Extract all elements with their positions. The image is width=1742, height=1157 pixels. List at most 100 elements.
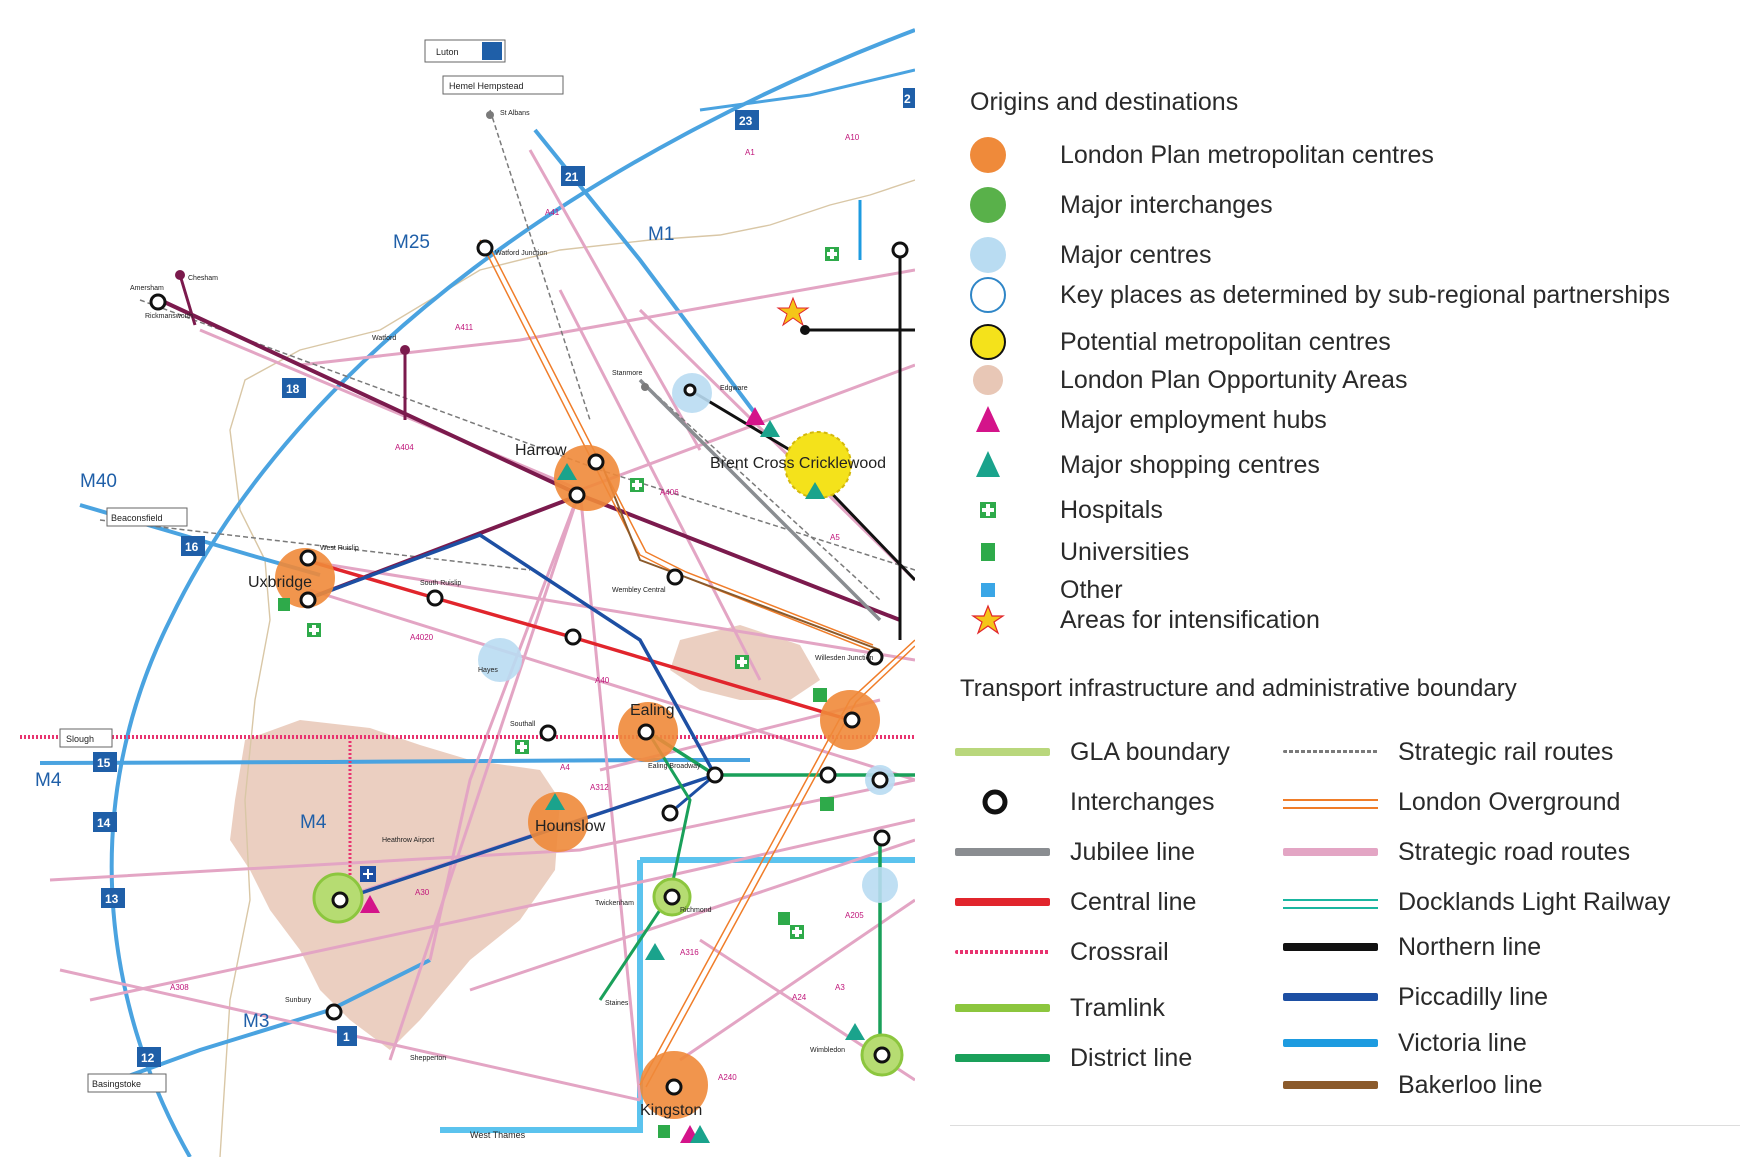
interchange-ring-icon: [955, 782, 1050, 822]
district-line-icon: [955, 1038, 1050, 1078]
junction-markers: 23 21 18 16 15 14 13 12 1 2: [93, 88, 915, 1067]
northern-terminal: [800, 325, 810, 335]
legend-item: Other: [960, 570, 1123, 610]
legend-label: London Plan Opportunity Areas: [1060, 365, 1408, 394]
map-svg[interactable]: 23 21 18 16 15 14 13 12 1 2 Luton Hemel …: [0, 0, 915, 1157]
legend-label: Strategic rail routes: [1398, 737, 1614, 766]
junction-2: 2: [904, 92, 911, 106]
legend-item: Major centres: [960, 235, 1211, 275]
legend-item: Potential metropolitan centres: [960, 322, 1391, 362]
legend-label: Major shopping centres: [1060, 450, 1320, 479]
chesham-branch: [178, 274, 197, 326]
light-blue-circle-icon: [970, 237, 1006, 273]
legend-label: Central line: [1070, 887, 1197, 916]
legend-label: Tramlink: [1070, 993, 1165, 1022]
road-label: A41: [545, 208, 560, 217]
luton-label: Luton: [436, 47, 459, 57]
hospital-icon: [980, 502, 996, 518]
teal-triangle-icon: [976, 451, 1000, 477]
junction-15: 15: [97, 756, 111, 770]
branch-terminals: [175, 270, 410, 355]
outline-circle-icon: [970, 277, 1006, 313]
m1-label: M1: [648, 224, 674, 245]
legend-item: Victoria line: [1283, 1023, 1527, 1063]
district-richmond: [598, 731, 692, 1001]
legend-label: Hospitals: [1060, 495, 1163, 524]
map-panel[interactable]: 23 21 18 16 15 14 13 12 1 2 Luton Hemel …: [0, 0, 915, 1157]
legend-item: Key places as determined by sub-regional…: [960, 275, 1670, 315]
m25-label: M25: [393, 232, 430, 253]
legend-item: Hospitals: [960, 490, 1163, 530]
st-albans-dot: [486, 111, 494, 119]
legend-item: Bakerloo line: [1283, 1065, 1543, 1105]
legend-item: Tramlink: [955, 988, 1165, 1028]
star-icon: [971, 604, 1005, 635]
road-labels: A1 A41 A10 A411 A404 A40 A4020 A4 A312 A…: [170, 133, 864, 1082]
a-road-north: [699, 68, 915, 112]
ealing-label: Ealing: [630, 702, 674, 719]
overground-icon: [1283, 782, 1378, 822]
place-label: Richmond: [680, 907, 712, 914]
legend-item: Major shopping centres: [960, 445, 1320, 485]
m25-motorway: [109, 28, 915, 1157]
jubilee-line-icon: [955, 832, 1050, 872]
place-label: Southall: [510, 721, 536, 728]
central-line: [304, 558, 851, 722]
legend-label: Universities: [1060, 537, 1190, 566]
place-label: Rickmansworth: [145, 313, 193, 320]
place-label: Wembley Central: [612, 587, 666, 594]
legend-item: Piccadilly line: [1283, 977, 1548, 1017]
yellow-circle-icon: [970, 324, 1006, 360]
legend-label: Major employment hubs: [1060, 405, 1327, 434]
legend-label: Northern line: [1398, 932, 1542, 961]
legend-item: District line: [955, 1038, 1192, 1078]
place-label: Heathrow Airport: [382, 837, 434, 844]
legend-label: Docklands Light Railway: [1398, 887, 1671, 916]
kingston-label: Kingston: [640, 1102, 702, 1119]
road-label: A40: [595, 676, 610, 685]
place-label: Amersham: [130, 285, 164, 292]
legend-item: London Plan Opportunity Areas: [960, 360, 1407, 400]
uxbridge-label: Uxbridge: [248, 574, 312, 591]
orange-circle-icon: [970, 137, 1006, 173]
victoria-line-icon: [1283, 1023, 1378, 1063]
m11-boundary-blue: [440, 860, 643, 1133]
legend-item: Areas for intensification: [960, 600, 1320, 640]
junction-21: 21: [565, 170, 579, 184]
hounslow-label: Hounslow: [535, 818, 606, 835]
gla-boundary-icon: [955, 732, 1050, 772]
road-label: A404: [395, 443, 414, 452]
legend-label: London Plan metropolitan centres: [1060, 140, 1434, 169]
major-centres: [478, 373, 898, 903]
legend-label: Victoria line: [1398, 1028, 1527, 1057]
junction-12: 12: [141, 1051, 155, 1065]
beaconsfield-label: Beaconsfield: [111, 513, 163, 523]
brent-cross-label: Brent Cross Cricklewood: [710, 455, 886, 472]
admin-boundary: [219, 179, 915, 1157]
road-label: A1: [745, 148, 755, 157]
central-line-icon: [955, 882, 1050, 922]
road-label: A24: [792, 993, 807, 1002]
place-label: Watford: [372, 335, 396, 342]
place-label: Twickenham: [595, 900, 634, 907]
legend-item: Central line: [955, 882, 1196, 922]
piccadilly-branch: [669, 773, 716, 815]
opportunity-area-heathrow: [230, 720, 560, 1050]
road-label: A240: [718, 1073, 737, 1082]
m3-motorway: [89, 958, 431, 1092]
m4-label: M4: [35, 770, 62, 791]
junction-14: 14: [97, 816, 111, 830]
crossrail-icon: [955, 932, 1050, 972]
strategic-roads: [49, 149, 915, 1102]
legend-label: Areas for intensification: [1060, 605, 1320, 634]
boxed-labels: Luton Hemel Hempstead Beaconsfield Sloug…: [59, 39, 564, 1140]
legend-item: London Overground: [1283, 782, 1620, 822]
rail-route-icon: [1283, 732, 1378, 772]
legend-item: Major interchanges: [960, 185, 1273, 225]
place-label: Staines: [605, 1000, 629, 1007]
legend-item: Jubilee line: [955, 832, 1195, 872]
dlr-icon: [1283, 882, 1378, 922]
legend-item: Docklands Light Railway: [1283, 882, 1670, 922]
bakerloo-line: [599, 459, 881, 651]
legend-label: Key places as determined by sub-regional…: [1060, 280, 1671, 309]
